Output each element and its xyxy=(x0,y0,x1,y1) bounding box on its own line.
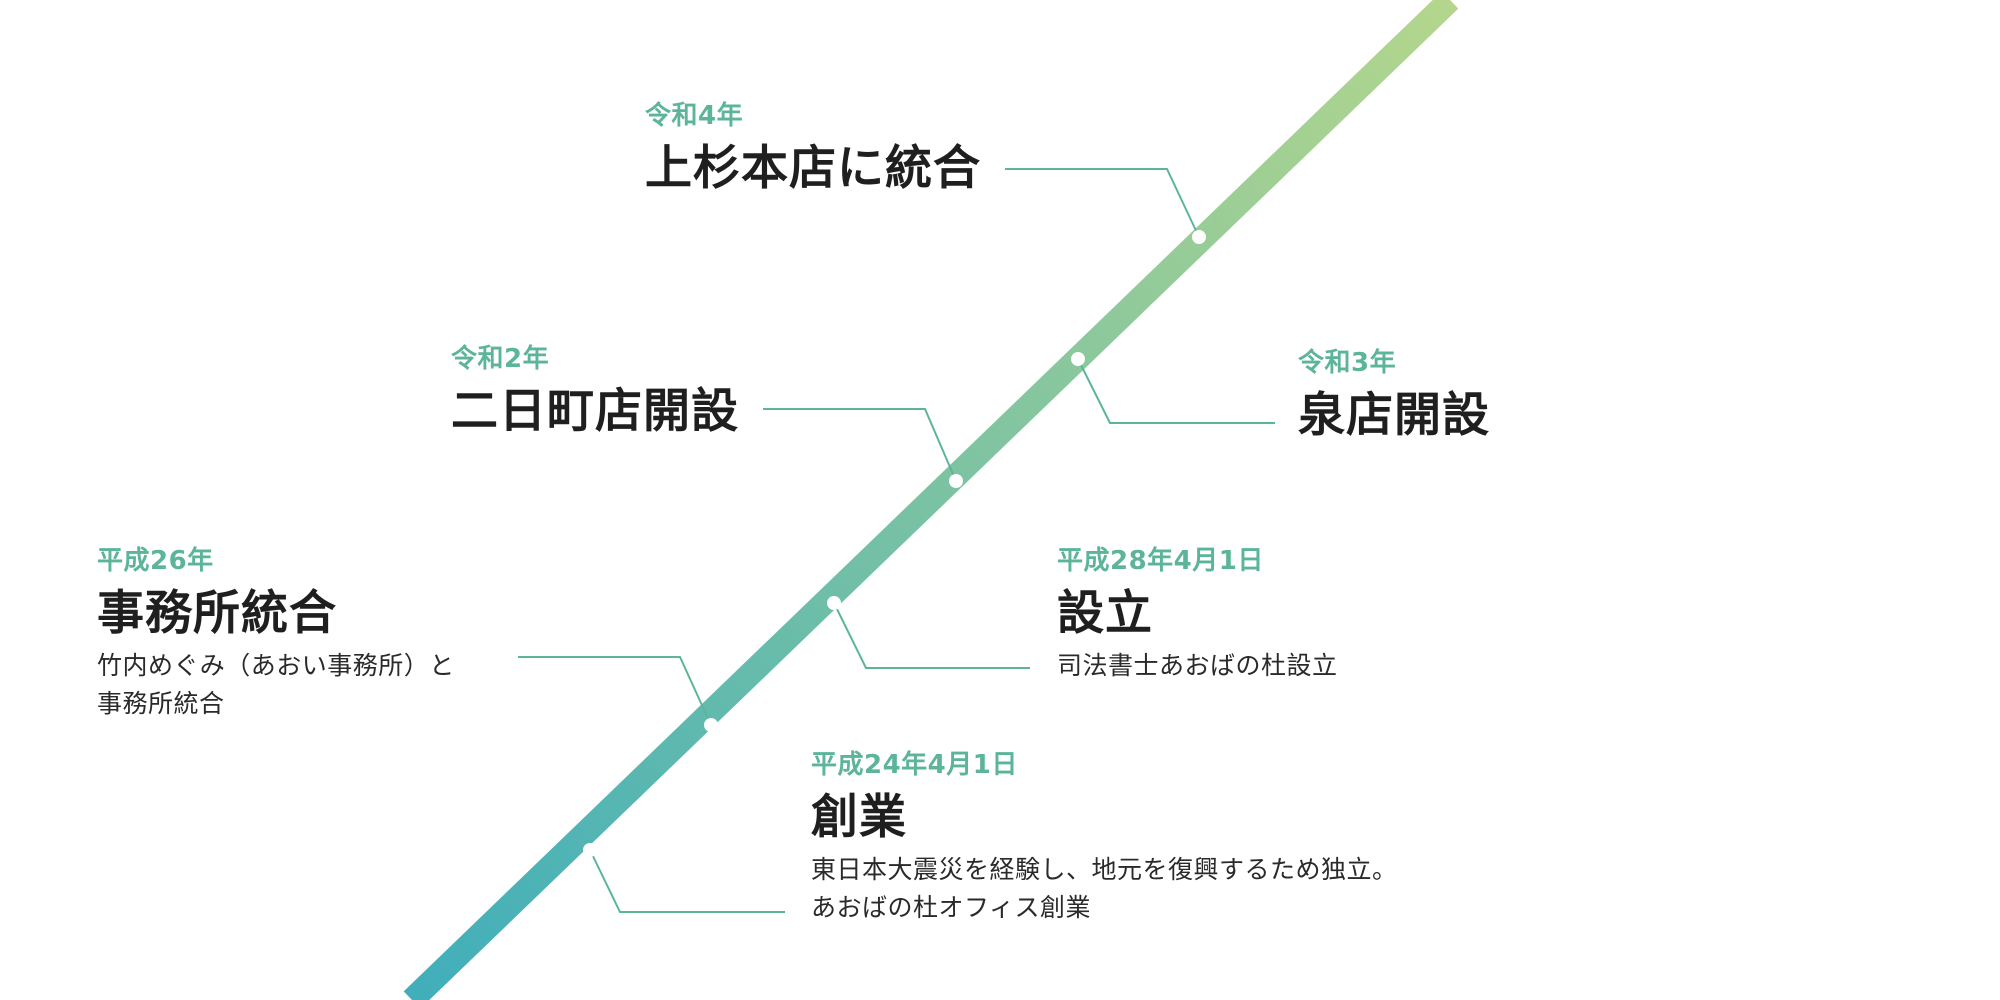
event-title: 泉店開設 xyxy=(1298,388,1490,443)
event-setsuritsu: 平成28年4月1日 設立 司法書士あおばの杜設立 xyxy=(1057,548,1338,685)
timeline-dot xyxy=(1071,352,1085,366)
timeline-dot xyxy=(583,843,597,857)
event-date: 平成26年 xyxy=(97,546,214,576)
timeline-dot xyxy=(704,718,718,732)
connector-izumi xyxy=(1077,358,1275,424)
event-title: 創業 xyxy=(811,790,907,845)
event-description: 竹内めぐみ（あおい事務所）と 事務所統合 xyxy=(97,647,455,723)
event-sougyou: 平成24年4月1日 創業 東日本大震災を経験し、地元を復興するため独立。 あおば… xyxy=(811,752,1398,927)
connectors xyxy=(518,168,1275,913)
event-uesugi: 令和4年 上杉本店に統合 xyxy=(645,103,981,192)
timeline-dot xyxy=(827,596,841,610)
connector-setsuritsu xyxy=(833,602,1030,669)
event-title: 事務所統合 xyxy=(97,586,337,641)
connector-sougyou xyxy=(589,849,785,913)
timeline-dots xyxy=(583,230,1206,857)
description-line: 事務所統合 xyxy=(97,689,225,718)
event-description: 東日本大震災を経験し、地元を復興するため独立。 あおばの杜オフィス創業 xyxy=(811,851,1398,927)
event-jimusho-tougou: 平成26年 事務所統合 竹内めぐみ（あおい事務所）と 事務所統合 xyxy=(97,548,455,723)
event-futsukamachi: 令和2年 二日町店開設 xyxy=(451,346,739,435)
event-description: 司法書士あおばの杜設立 xyxy=(1057,647,1338,685)
description-line: 司法書士あおばの杜設立 xyxy=(1057,651,1338,680)
timeline-line xyxy=(403,0,1459,1000)
event-date: 令和4年 xyxy=(645,101,744,131)
timeline-dot xyxy=(1192,230,1206,244)
event-title: 上杉本店に統合 xyxy=(645,141,981,196)
event-date: 平成28年4月1日 xyxy=(1057,546,1264,576)
connector-jimusho-tougou xyxy=(518,656,712,726)
description-line: あおばの杜オフィス創業 xyxy=(811,893,1092,922)
event-izumi: 令和3年 泉店開設 xyxy=(1298,350,1490,439)
description-line: 東日本大震災を経験し、地元を復興するため独立。 xyxy=(811,855,1398,884)
timeline-dot xyxy=(949,474,963,488)
event-date: 令和3年 xyxy=(1298,348,1397,378)
event-title: 二日町店開設 xyxy=(451,384,739,439)
description-line: 竹内めぐみ（あおい事務所）と xyxy=(97,651,455,680)
event-title: 設立 xyxy=(1057,586,1153,641)
connector-uesugi xyxy=(1005,168,1200,238)
event-date: 平成24年4月1日 xyxy=(811,750,1018,780)
connector-futsukamachi xyxy=(763,408,957,482)
event-date: 令和2年 xyxy=(451,344,550,374)
